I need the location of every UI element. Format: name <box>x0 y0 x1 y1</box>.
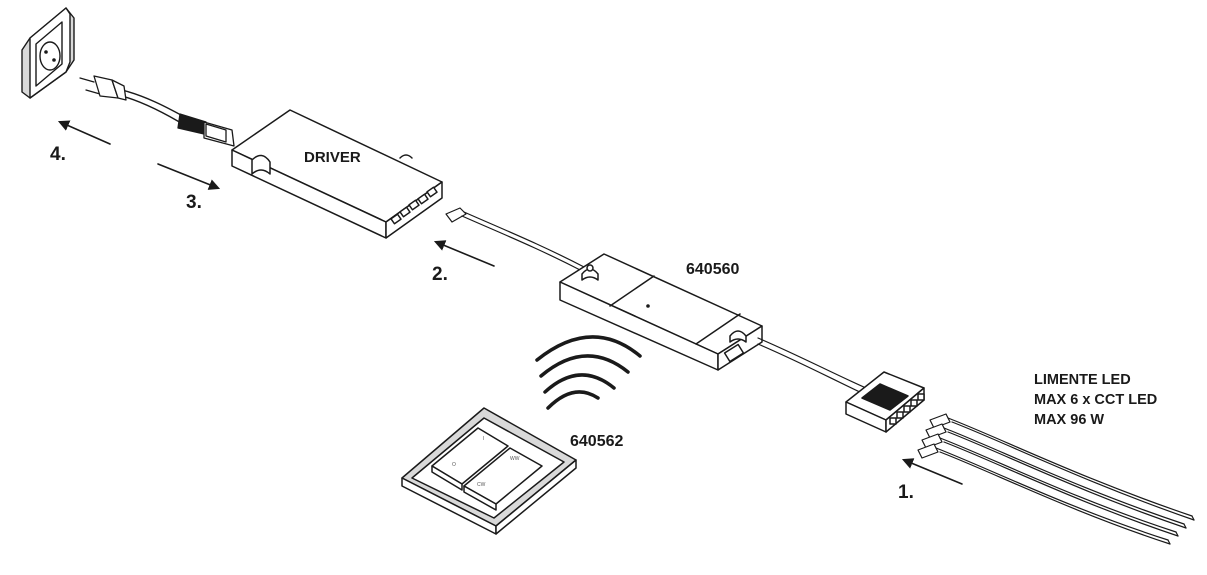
wall-socket-icon <box>21 7 75 99</box>
switch-code-label: 640562 <box>570 433 623 450</box>
step-4-arrow <box>57 120 111 145</box>
step-4-label: 4. <box>50 144 66 165</box>
distributor-ports <box>889 393 925 425</box>
driver-unit <box>231 109 443 239</box>
led-distributor <box>845 371 925 433</box>
step-3-arrow <box>157 163 221 190</box>
spec-line-2: MAX 6 x CCT LED <box>1034 392 1157 408</box>
switch-button-left <box>431 427 509 491</box>
switch-button-right <box>463 447 543 511</box>
driver-output-ports <box>390 186 438 225</box>
spec-line-3: MAX 96 W <box>1034 412 1104 428</box>
step-1-arrow <box>901 458 963 485</box>
c8-connector-icon <box>177 113 235 147</box>
step-1-label: 1. <box>898 482 914 503</box>
step-2-label: 2. <box>432 264 448 285</box>
mains-plug-icon <box>79 75 127 101</box>
step-3-label: 3. <box>186 192 202 213</box>
receiver-output-cable <box>757 337 867 395</box>
spec-line-1: LIMENTE LED <box>1034 372 1131 388</box>
switch-label-i: I <box>483 436 484 442</box>
switch-label-cw: CW <box>477 482 486 488</box>
wireless-signal-icon <box>535 335 642 410</box>
step-2-arrow <box>433 240 495 267</box>
driver-label: DRIVER <box>304 149 361 166</box>
wall-switch <box>401 407 577 535</box>
driver-cable <box>445 207 587 273</box>
led-strip-cables <box>917 413 1195 545</box>
led-connector-plugs <box>917 413 951 459</box>
switch-label-o: O <box>452 462 456 468</box>
receiver-code-label: 640560 <box>686 261 739 278</box>
receiver-unit <box>559 253 763 371</box>
switch-label-ww: WW <box>510 456 520 462</box>
